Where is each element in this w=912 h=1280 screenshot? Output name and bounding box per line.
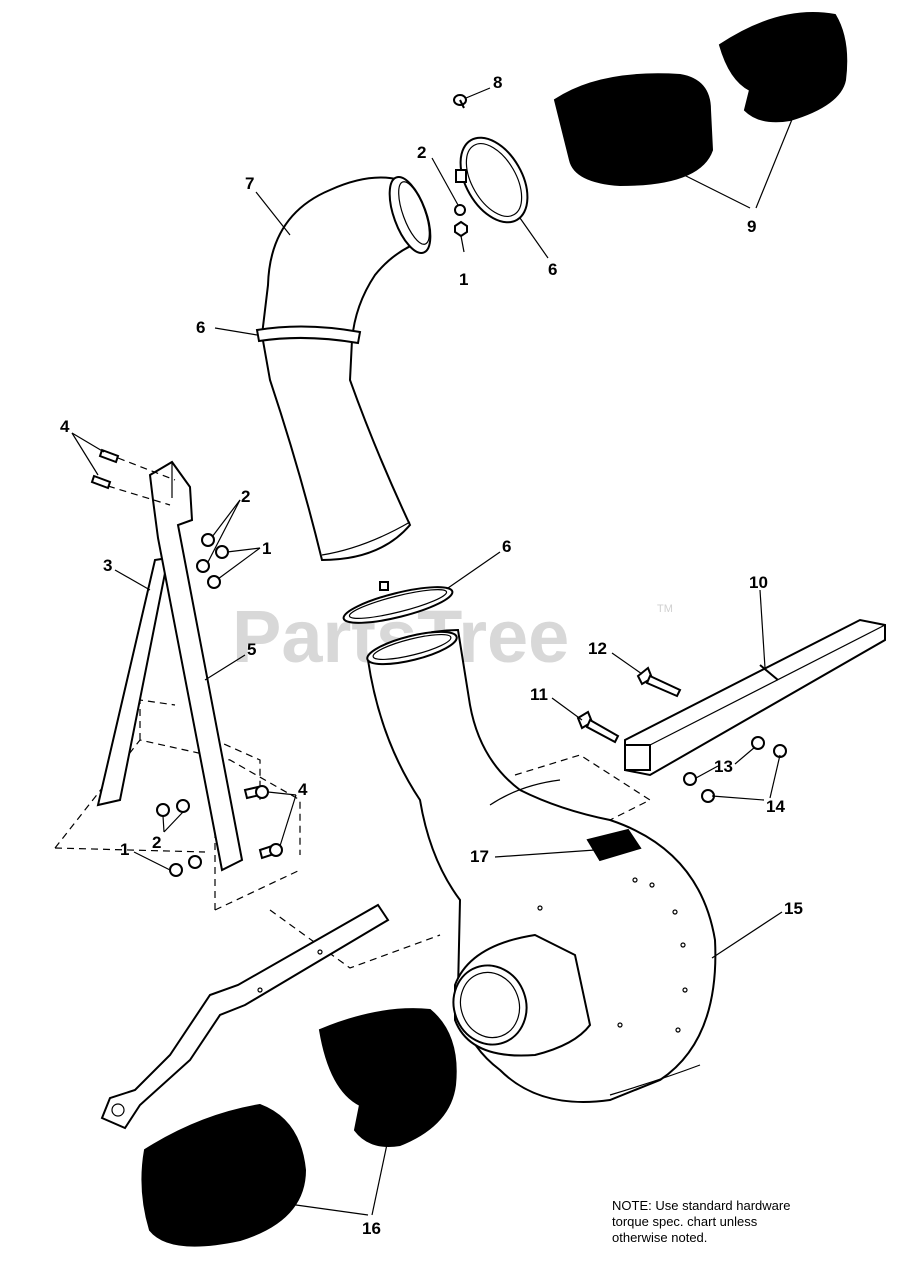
callout-15: 15: [784, 899, 803, 918]
nut-part-1-top: [454, 220, 468, 238]
tube-frame-part-10: [624, 618, 886, 777]
torque-note: NOTE: Use standard hardware torque spec.…: [612, 1198, 852, 1246]
callout-12: 12: [588, 639, 607, 658]
leader-lines: [71, 87, 796, 1216]
clamp-part-6-top: [455, 136, 529, 224]
callout-14: 14: [766, 797, 785, 816]
washer-part-2-top: [454, 204, 466, 216]
blower-housing-part-15: [366, 628, 717, 1103]
callout-6-left: 6: [196, 318, 205, 337]
callout-1-mid: 1: [262, 539, 271, 558]
callout-8: 8: [493, 73, 502, 92]
note-line-1: NOTE: Use standard hardware: [612, 1198, 791, 1213]
callout-17: 17: [470, 847, 489, 866]
hardware-part-1-2-low: [156, 799, 202, 877]
bolt-part-4-low: [243, 785, 283, 860]
bolt-part-4-top: [90, 448, 176, 506]
grass-bag-part-16: [141, 1008, 457, 1247]
callout-6-mid: 6: [502, 537, 511, 556]
note-line-3: otherwise noted.: [612, 1230, 708, 1245]
hardware-part-2-1-mid: [196, 533, 229, 589]
callout-2-mid: 2: [241, 487, 250, 506]
callout-9: 9: [747, 217, 756, 236]
callout-7: 7: [245, 174, 254, 193]
nuts-part-13-14: [683, 736, 787, 803]
callout-13: 13: [714, 757, 733, 776]
trademark: TM: [657, 603, 673, 615]
callout-4-low: 4: [298, 780, 308, 799]
callout-11: 11: [530, 685, 548, 704]
frame-arm: [100, 903, 390, 1130]
grass-bag-part-9: [553, 12, 848, 187]
discharge-tube-part-7: [255, 176, 432, 562]
bolt-part-11: [576, 710, 620, 744]
note-line-2: torque spec. chart unless: [612, 1214, 758, 1229]
callout-2-top: 2: [417, 143, 426, 162]
clamp-part-6-mid: [342, 581, 454, 624]
bolt-part-12: [636, 666, 682, 698]
support-brace-part-3: [96, 556, 170, 807]
callout-10: 10: [749, 573, 768, 592]
callout-4-top: 4: [60, 417, 70, 436]
callout-16: 16: [362, 1219, 381, 1238]
callout-1-top: 1: [459, 270, 468, 289]
callout-3: 3: [103, 556, 112, 575]
bracket-part-5: [148, 460, 244, 872]
screw-part-8: [453, 94, 467, 109]
callout-1-low: 1: [120, 840, 129, 859]
callout-2-low: 2: [152, 833, 161, 852]
callout-5: 5: [247, 640, 256, 659]
callout-6-top: 6: [548, 260, 557, 279]
